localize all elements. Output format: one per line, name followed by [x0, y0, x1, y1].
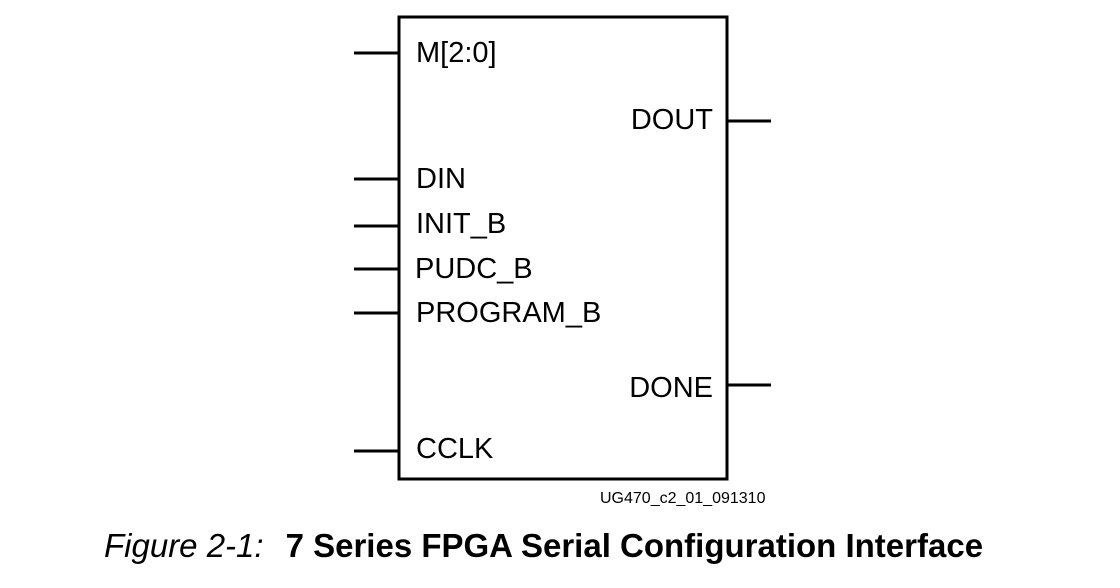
pin-label-cclk: CCLK	[416, 433, 494, 465]
pin-label-dout: DOUT	[630, 104, 713, 136]
pin-label-pudc-b: PUDC_B	[415, 253, 533, 285]
figure-title: 7 Series FPGA Serial Configuration Inter…	[285, 527, 984, 564]
pin-label-m: M[2:0]	[416, 37, 497, 69]
pin-label-din: DIN	[416, 163, 466, 195]
fpga-block	[397, 15, 729, 481]
figure-number: Figure 2-1:	[104, 527, 264, 564]
pin-label-program-b: PROGRAM_B	[416, 297, 602, 329]
figure-id: UG470_c2_01_091310	[600, 490, 766, 507]
pin-label-init-b: INIT_B	[416, 208, 507, 240]
figure-caption: Figure 2-1: 7 Series FPGA Serial Configur…	[104, 529, 983, 562]
pin-label-done: DONE	[629, 372, 713, 404]
